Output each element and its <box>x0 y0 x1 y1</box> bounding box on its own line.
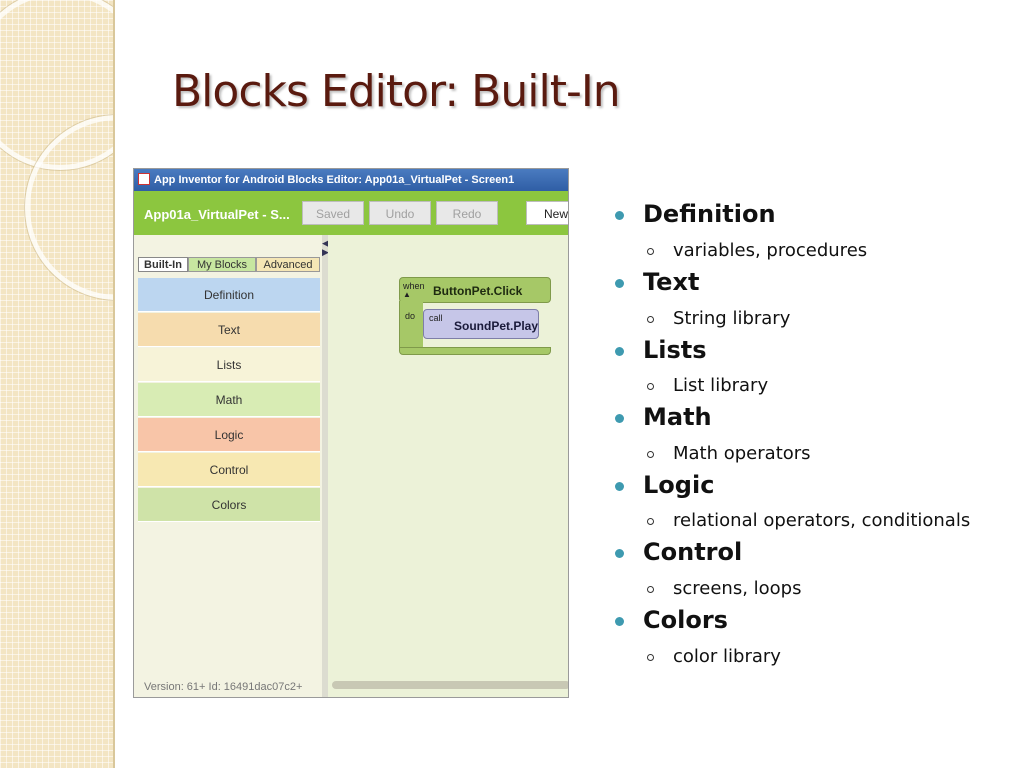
bullet-dot-icon <box>615 482 624 491</box>
version-label: Version: 61+ Id: 16491dac07c2+ <box>144 681 303 693</box>
tab-built-in[interactable]: Built-In <box>138 257 188 272</box>
bullet-dot-icon <box>615 414 624 423</box>
sub-bullet-icon <box>647 383 654 390</box>
event-block-footer <box>399 347 551 355</box>
tab-advanced[interactable]: Advanced <box>256 257 320 272</box>
sub-bullet-icon <box>647 316 654 323</box>
project-name: App01a_VirtualPet - S... <box>144 207 290 222</box>
slide-title: Blocks Editor: Built-In <box>172 66 621 117</box>
toolbar: App01a_VirtualPet - S... Saved Undo Redo… <box>134 191 568 235</box>
drawer-definition[interactable]: Definition <box>138 278 320 312</box>
redo-button[interactable]: Redo <box>436 201 498 225</box>
drawer-lists[interactable]: Lists <box>138 348 320 382</box>
window-titlebar: App Inventor for Android Blocks Editor: … <box>134 169 568 191</box>
sub-bullet-icon <box>647 451 654 458</box>
saved-button[interactable]: Saved <box>302 201 364 225</box>
bullet-dot-icon <box>615 211 624 220</box>
bullet-dot-icon <box>615 279 624 288</box>
call-keyword: call <box>429 313 443 323</box>
sub-bullet-icon <box>647 248 654 255</box>
new-button[interactable]: New <box>526 201 568 225</box>
event-block-name: ButtonPet.Click <box>433 284 523 298</box>
event-block-header <box>399 277 551 303</box>
blocks-editor-window: App Inventor for Android Blocks Editor: … <box>133 168 569 698</box>
java-app-icon <box>138 173 150 185</box>
event-block-buttonpet-click[interactable]: when ▲ ButtonPet.Click do call SoundPet.… <box>399 277 551 355</box>
call-block-soundpet-play[interactable]: call SoundPet.Play <box>423 309 539 339</box>
event-block-body <box>399 301 423 349</box>
strip-edge <box>113 0 115 768</box>
sub-bullet-icon <box>647 654 654 661</box>
drawer-logic[interactable]: Logic <box>138 418 320 452</box>
call-block-name: SoundPet.Play <box>454 319 539 333</box>
sub-bullet-icon <box>647 586 654 593</box>
when-keyword: when <box>403 281 425 291</box>
tab-my-blocks[interactable]: My Blocks <box>188 257 256 272</box>
drawer-control[interactable]: Control <box>138 453 320 487</box>
drawer-text[interactable]: Text <box>138 313 320 347</box>
window-title: App Inventor for Android Blocks Editor: … <box>154 174 515 186</box>
blocks-workspace[interactable]: when ▲ ButtonPet.Click do call SoundPet.… <box>328 235 568 697</box>
do-keyword: do <box>405 311 416 321</box>
decorative-side-strip <box>0 0 113 768</box>
blocks-palette-sidebar: Built-In My Blocks Advanced Definition T… <box>134 235 322 697</box>
drawer-math[interactable]: Math <box>138 383 320 417</box>
bullet-dot-icon <box>615 549 624 558</box>
panel-splitter[interactable]: ◀▶ <box>322 235 329 697</box>
undo-button[interactable]: Undo <box>369 201 431 225</box>
collapse-triangle-icon[interactable]: ▲ <box>403 290 411 299</box>
sub-bullet-icon <box>647 518 654 525</box>
collapse-arrow-icon[interactable]: ◀▶ <box>322 238 329 257</box>
horizontal-scrollbar[interactable] <box>332 681 568 689</box>
bullet-dot-icon <box>615 347 624 356</box>
bullet-dot-icon <box>615 617 624 626</box>
drawer-colors[interactable]: Colors <box>138 488 320 522</box>
